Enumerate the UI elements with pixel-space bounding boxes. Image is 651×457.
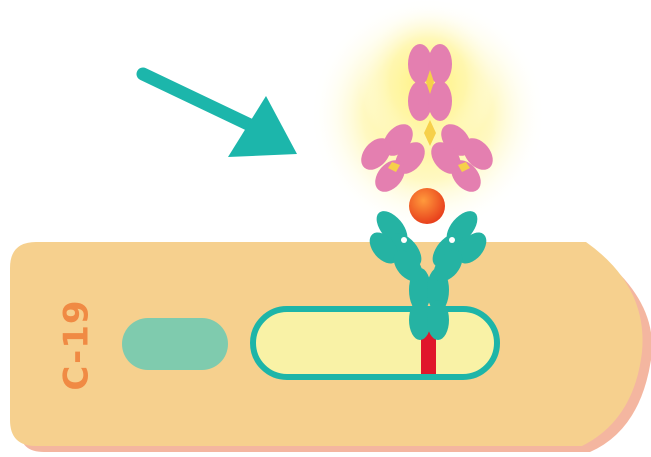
result-window [253,309,497,377]
antigen-particle [409,188,445,224]
pointer-arrow [143,74,297,157]
sample-well [122,318,228,370]
cassette-label: C-19 [57,299,97,390]
capture-hinge [449,237,455,243]
capture-hinge [401,237,407,243]
